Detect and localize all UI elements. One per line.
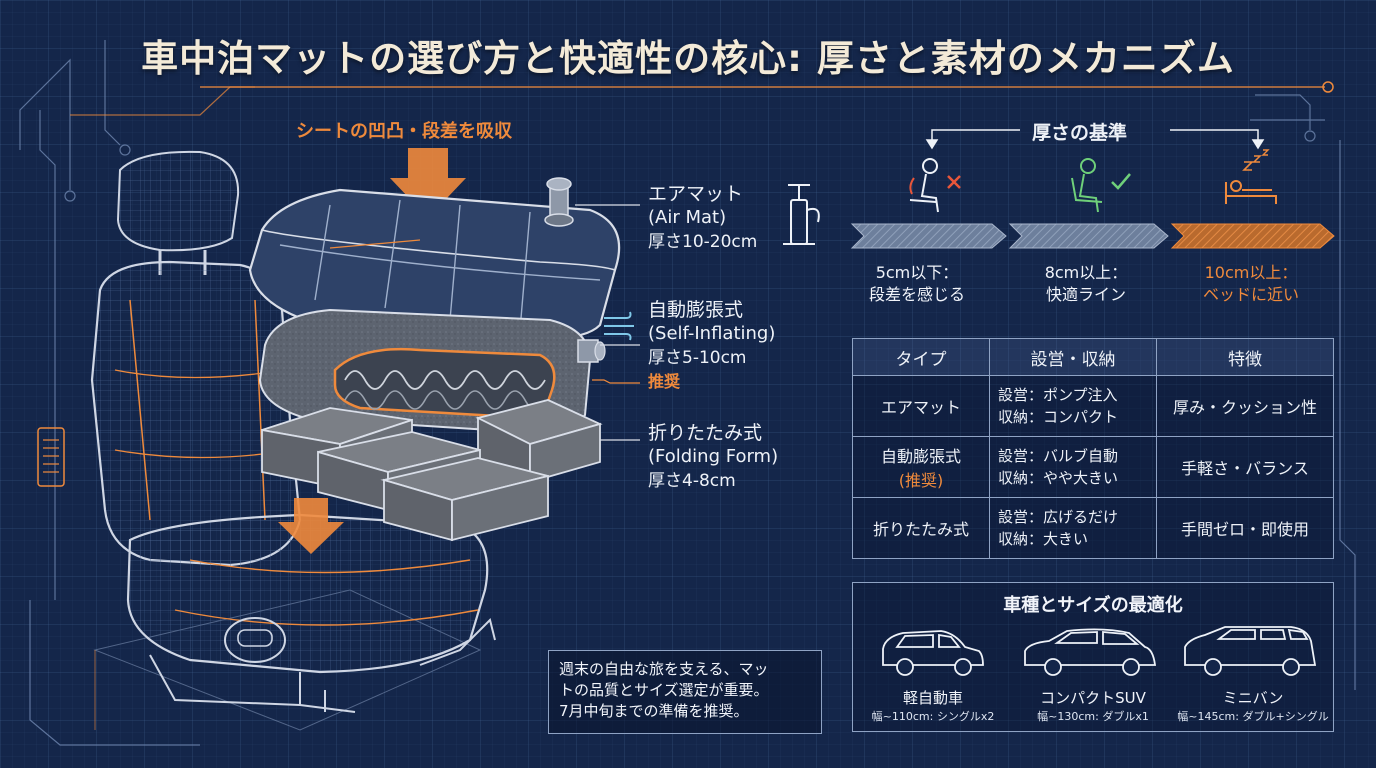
stage-label: 8cm以上： 快適ライン [1011, 262, 1161, 306]
note-line: トの品質とサイズ選定が重要。 [559, 681, 769, 699]
comfortable-sitting-icon [1071, 158, 1131, 213]
seat-mat-illustration [90, 148, 820, 731]
mat-english-name: (Folding Form) [648, 446, 779, 467]
summary-note: 週末の自由な旅を支える、マッ トの品質とサイズ選定が重要。 7月中旬までの準備を… [548, 650, 822, 734]
stage-bar [1170, 223, 1335, 249]
type-name: 自動膨張式 [880, 447, 961, 466]
mat-thickness: 厚さ5-10cm [648, 348, 747, 368]
mat-name: 折りたたみ式 [648, 422, 763, 444]
storage-text: 収納：やや大きい [998, 469, 1119, 487]
seat-rails [149, 618, 496, 713]
storage-text: 収納：コンパクト [998, 408, 1119, 426]
folding-mat-label: 折りたたみ式 (Folding Form) 厚さ4-8cm [648, 421, 778, 493]
type-name: 折りたたみ式 [872, 520, 969, 539]
recommend-badge: 推奨 [648, 372, 681, 391]
vehicle-icons [882, 626, 1317, 676]
note-line: 7月中旬までの準備を推奨。 [559, 702, 749, 720]
mat-thickness: 厚さ10-20cm [648, 232, 758, 252]
vehicle-name: 軽自動車 [902, 689, 963, 707]
setup-text: 設営：バルブ自動 [998, 447, 1119, 465]
setup-text: 設営：ポンプ注入 [998, 386, 1118, 404]
vehicle-name: ミニバン [1222, 689, 1284, 707]
self-inflating-mat-label: 自動膨張式 (Self-Inflating) 厚さ5-10cm 推奨 [648, 298, 775, 394]
type-cell: エアマット [852, 375, 990, 437]
uncomfortable-sitting-icon [909, 158, 961, 213]
vehicle-item: 軽自動車 幅~110cm: シングルx2 [853, 687, 1013, 724]
side-panel-icon [37, 427, 65, 487]
stage-label: 5cm以下： 段差を感じる [842, 262, 992, 306]
vehicle-note: 幅~130cm: ダブルx1 [1037, 710, 1149, 723]
mat-name: 自動膨張式 [648, 299, 744, 321]
setup-cell: 設営：バルブ自動 収納：やや大きい [989, 436, 1157, 498]
page-title: 車中泊マットの選び方と快適性の核心: 厚さと素材のメカニズム [141, 37, 1235, 80]
kei-car-icon [882, 630, 984, 676]
storage-text: 収納：大きい [998, 530, 1089, 548]
vehicle-name: コンパクトSUV [1040, 689, 1146, 707]
vehicle-item: コンパクトSUV 幅~130cm: ダブルx1 [1013, 687, 1173, 724]
vehicle-item: ミニバン 幅~145cm: ダブル+シングル [1173, 687, 1333, 724]
feature-cell: 手間ゼロ・即使用 [1156, 497, 1334, 559]
table-row: エアマット 設営：ポンプ注入 収納：コンパクト 厚み・クッション性 [852, 375, 1334, 437]
table-row: 折りたたみ式 設営：広げるだけ 収納：大きい 手間ゼロ・即使用 [852, 497, 1334, 559]
stage-description: 段差を感じる [868, 285, 965, 304]
thickness-guide [850, 129, 1335, 249]
air-mat-label: エアマット (Air Mat) 厚さ10-20cm [648, 182, 757, 254]
seat-cushion [126, 513, 489, 674]
absorb-label: シートの凹凸・段差を吸収 [296, 121, 512, 142]
stage-threshold: 5cm以下： [875, 263, 959, 282]
sleeping-bed-icon [1225, 149, 1277, 204]
table-header: タイプ [852, 338, 990, 376]
stage-threshold: 8cm以上： [1044, 263, 1128, 282]
vehicle-note: 幅~110cm: シングルx2 [871, 710, 995, 723]
stage-label: 10cm以上： ベッドに近い [1176, 262, 1326, 306]
note-line: 週末の自由な旅を支える、マッ [559, 660, 769, 678]
minivan-icon [1184, 626, 1317, 676]
table-header-row: タイプ 設営・収納 特徴 [852, 338, 1334, 376]
vehicle-note: 幅~145cm: ダブル+シングル [1177, 710, 1329, 723]
setup-cell: 設営：広げるだけ 収納：大きい [989, 497, 1157, 559]
feature-cell: 手軽さ・バランス [1156, 436, 1334, 498]
vehicle-panel-title: 車種とサイズの最適化 [1003, 595, 1183, 616]
stage-bar [1008, 223, 1169, 249]
air-mat-illustration [248, 177, 621, 340]
recommend-badge: (推奨) [898, 471, 944, 490]
down-arrow-icon [278, 498, 344, 554]
type-name: エアマット [880, 398, 961, 417]
stage-description: ベッドに近い [1202, 285, 1299, 304]
mat-comparison-table: タイプ 設営・収納 特徴 エアマット 設営：ポンプ注入 収納：コンパクト 厚み・… [852, 338, 1334, 559]
headrest [116, 150, 240, 275]
thickness-guide-title: 厚さの基準 [1032, 122, 1128, 144]
setup-text: 設営：広げるだけ [998, 508, 1119, 526]
mat-name: エアマット [648, 183, 744, 205]
mat-thickness: 厚さ4-8cm [648, 471, 736, 491]
compact-suv-icon [1024, 628, 1157, 676]
stage-threshold: 10cm以上： [1204, 263, 1298, 282]
air-flow-icon [604, 311, 634, 341]
table-header: 設営・収納 [989, 338, 1157, 376]
type-cell: 折りたたみ式 [852, 497, 990, 559]
stage-bar [850, 223, 1007, 249]
air-pump-icon [783, 184, 820, 245]
folding-mat-illustration [261, 399, 603, 542]
feature-cell: 厚み・クッション性 [1156, 375, 1334, 437]
vehicle-size-panel: 車種とサイズの最適化 [852, 582, 1334, 732]
setup-cell: 設営：ポンプ注入 収納：コンパクト [989, 375, 1157, 437]
stage-description: 快適ライン [1045, 285, 1126, 304]
table-header: 特徴 [1156, 338, 1334, 376]
mat-english-name: (Air Mat) [648, 207, 727, 228]
type-cell: 自動膨張式 (推奨) [852, 436, 990, 498]
self-inflating-mat-illustration [258, 308, 606, 434]
table-row: 自動膨張式 (推奨) 設営：バルブ自動 収納：やや大きい 手軽さ・バランス [852, 436, 1334, 498]
mat-english-name: (Self-Inflating) [648, 323, 776, 344]
